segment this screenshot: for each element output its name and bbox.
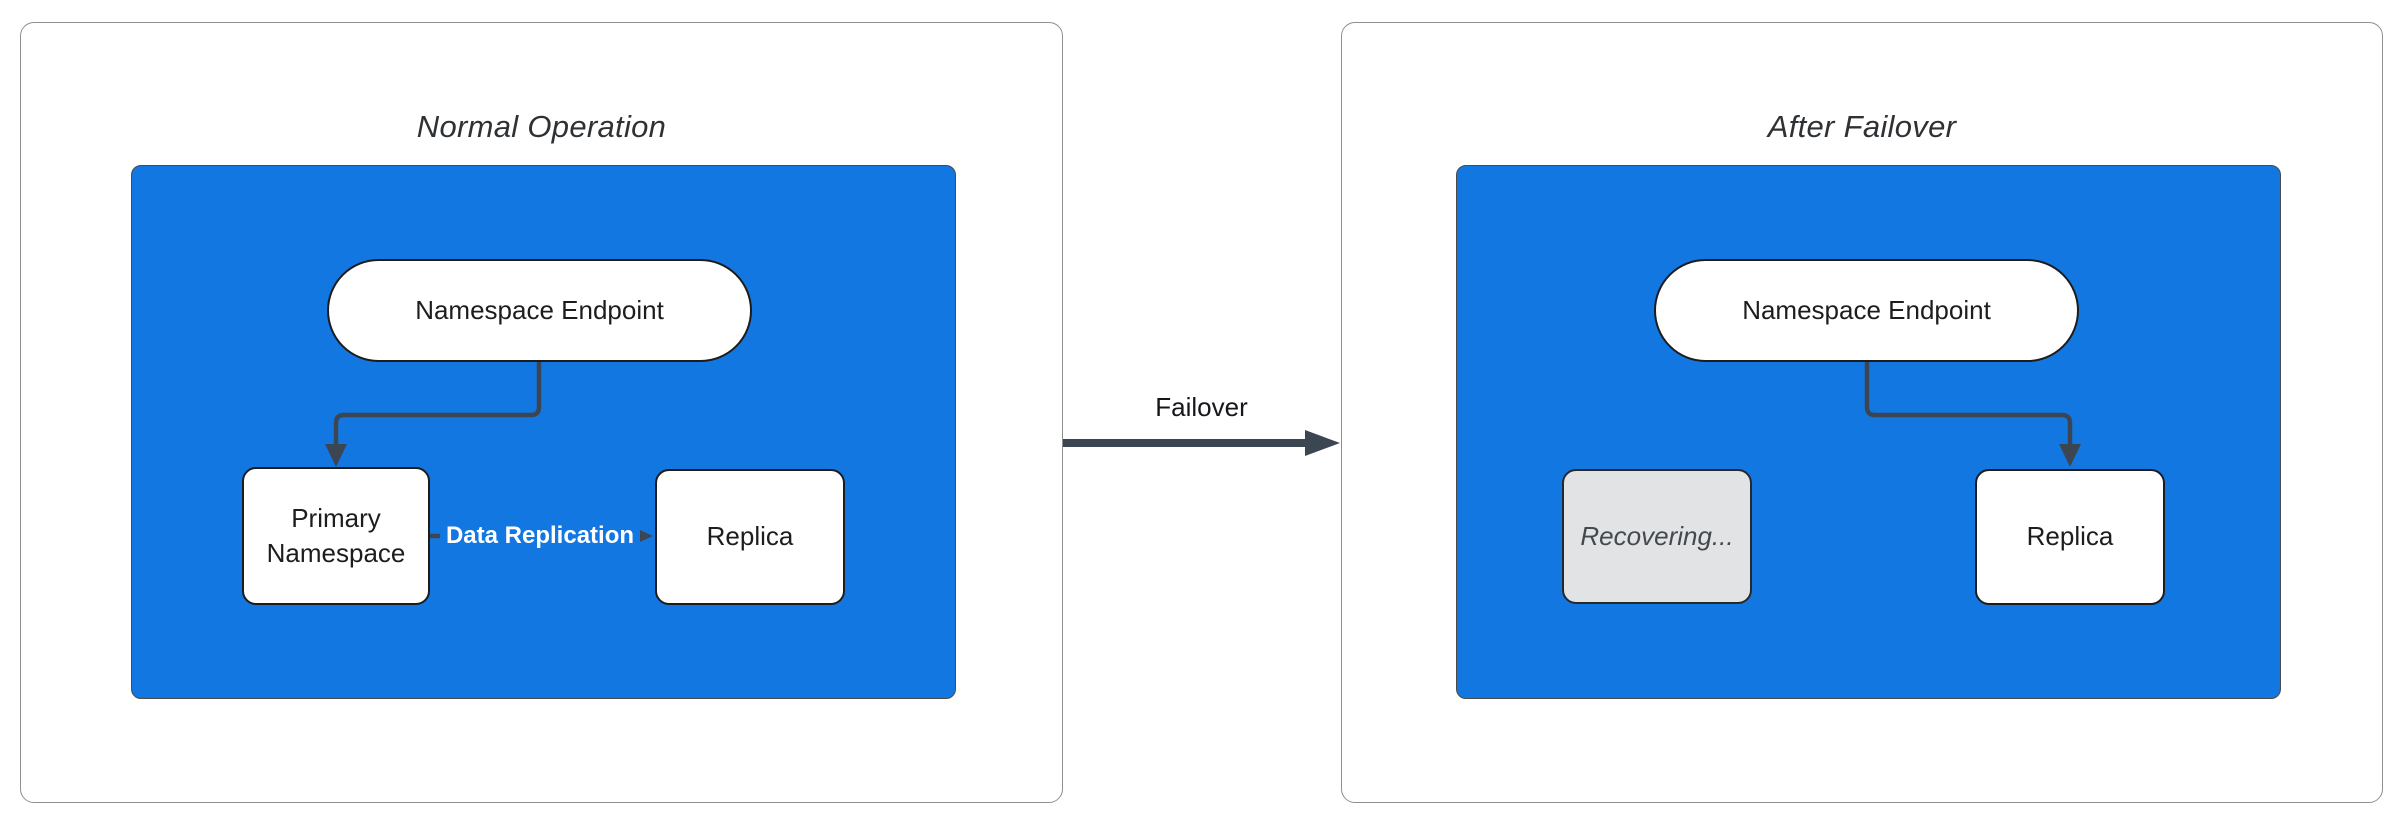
- node-primary-namespace: Primary Namespace: [242, 467, 430, 605]
- panel-after-failover: After Failover Namespace Endpoint Recove…: [1341, 22, 2383, 803]
- arrowhead-down-icon: [325, 444, 347, 467]
- node-label: Namespace Endpoint: [1742, 294, 1991, 325]
- replication-edge-label: Data Replication: [439, 519, 641, 553]
- edges-right: [1864, 359, 2081, 467]
- arrowhead-down-icon: [2059, 444, 2081, 467]
- node-namespace-endpoint-left: Namespace Endpoint: [327, 259, 752, 362]
- node-namespace-endpoint-right: Namespace Endpoint: [1654, 259, 2079, 362]
- node-recovering: Recovering...: [1562, 469, 1752, 604]
- panel-normal-operation: Normal Operation Namespace Endpoint Prim…: [20, 22, 1063, 803]
- node-replica-right: Replica: [1975, 469, 2165, 605]
- node-label: Namespace Endpoint: [415, 294, 664, 325]
- endpoint-to-replica-arrow: [1864, 359, 2081, 467]
- node-label: Primary Namespace: [266, 502, 406, 568]
- panel-title-after-failover: After Failover: [1767, 109, 1957, 144]
- node-replica-left: Replica: [655, 469, 845, 605]
- failover-arrow: [1063, 430, 1340, 456]
- cluster-namespace-right: Namespace Endpoint Recovering... Replica: [1456, 165, 2281, 699]
- panel-title-normal-operation: Normal Operation: [416, 109, 667, 144]
- node-label: Recovering...: [1580, 520, 1734, 551]
- node-label: Replica: [706, 521, 794, 552]
- edges-left: [325, 359, 653, 547]
- node-label: Replica: [2026, 521, 2114, 552]
- endpoint-to-primary-arrow: [325, 359, 542, 467]
- failover-edge-label: Failover: [1155, 392, 1248, 422]
- arrowhead-right-icon: [1305, 430, 1340, 456]
- cluster-namespace-left: Namespace Endpoint Primary Namespace Rep…: [131, 165, 956, 699]
